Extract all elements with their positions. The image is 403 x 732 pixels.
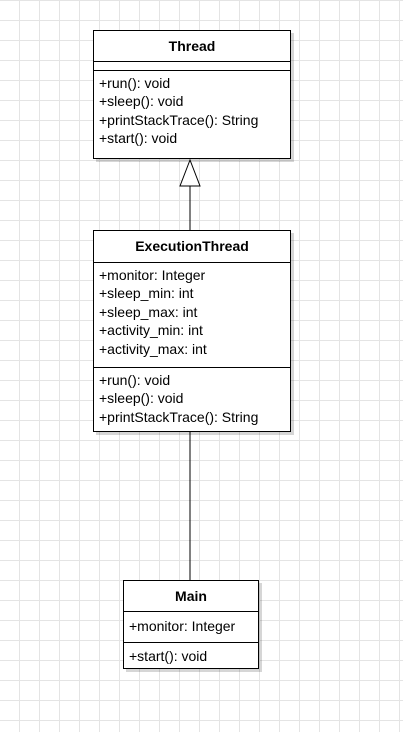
method: +printStackTrace(): String	[99, 111, 259, 128]
attribute: +monitor: Integer	[99, 267, 206, 283]
methods-compartment: +run(): void +sleep(): void +printStackT…	[94, 368, 290, 429]
class-thread[interactable]: Thread +run(): void +sleep(): void +prin…	[93, 30, 291, 159]
methods-compartment: +run(): void +sleep(): void +printStackT…	[94, 71, 290, 151]
attributes-compartment: +monitor: Integer +sleep_min: int +sleep…	[94, 263, 290, 368]
attributes-compartment	[94, 62, 290, 71]
generalization-arrowhead-icon	[179, 158, 201, 187]
attribute: +sleep_min: int	[99, 285, 194, 302]
attribute: +activity_min: int	[99, 322, 203, 339]
method: +start(): void	[129, 648, 208, 664]
method: +run(): void	[99, 75, 171, 91]
method: +start(): void	[99, 130, 178, 147]
class-main[interactable]: Main +monitor: Integer +start(): void	[123, 580, 259, 669]
methods-compartment: +start(): void	[124, 643, 258, 668]
attribute: +sleep_max: int	[99, 303, 198, 320]
attribute: +activity_max: int	[99, 340, 207, 357]
method: +run(): void	[99, 372, 171, 388]
method: +printStackTrace(): String	[99, 408, 259, 425]
method: +sleep(): void	[99, 93, 184, 110]
class-name: ExecutionThread	[94, 231, 290, 263]
attribute: +monitor: Integer	[129, 618, 236, 634]
class-name: Thread	[94, 31, 290, 62]
class-execution-thread[interactable]: ExecutionThread +monitor: Integer +sleep…	[93, 230, 291, 432]
attributes-compartment: +monitor: Integer	[124, 612, 258, 643]
class-name: Main	[124, 581, 258, 612]
method: +sleep(): void	[99, 390, 184, 407]
